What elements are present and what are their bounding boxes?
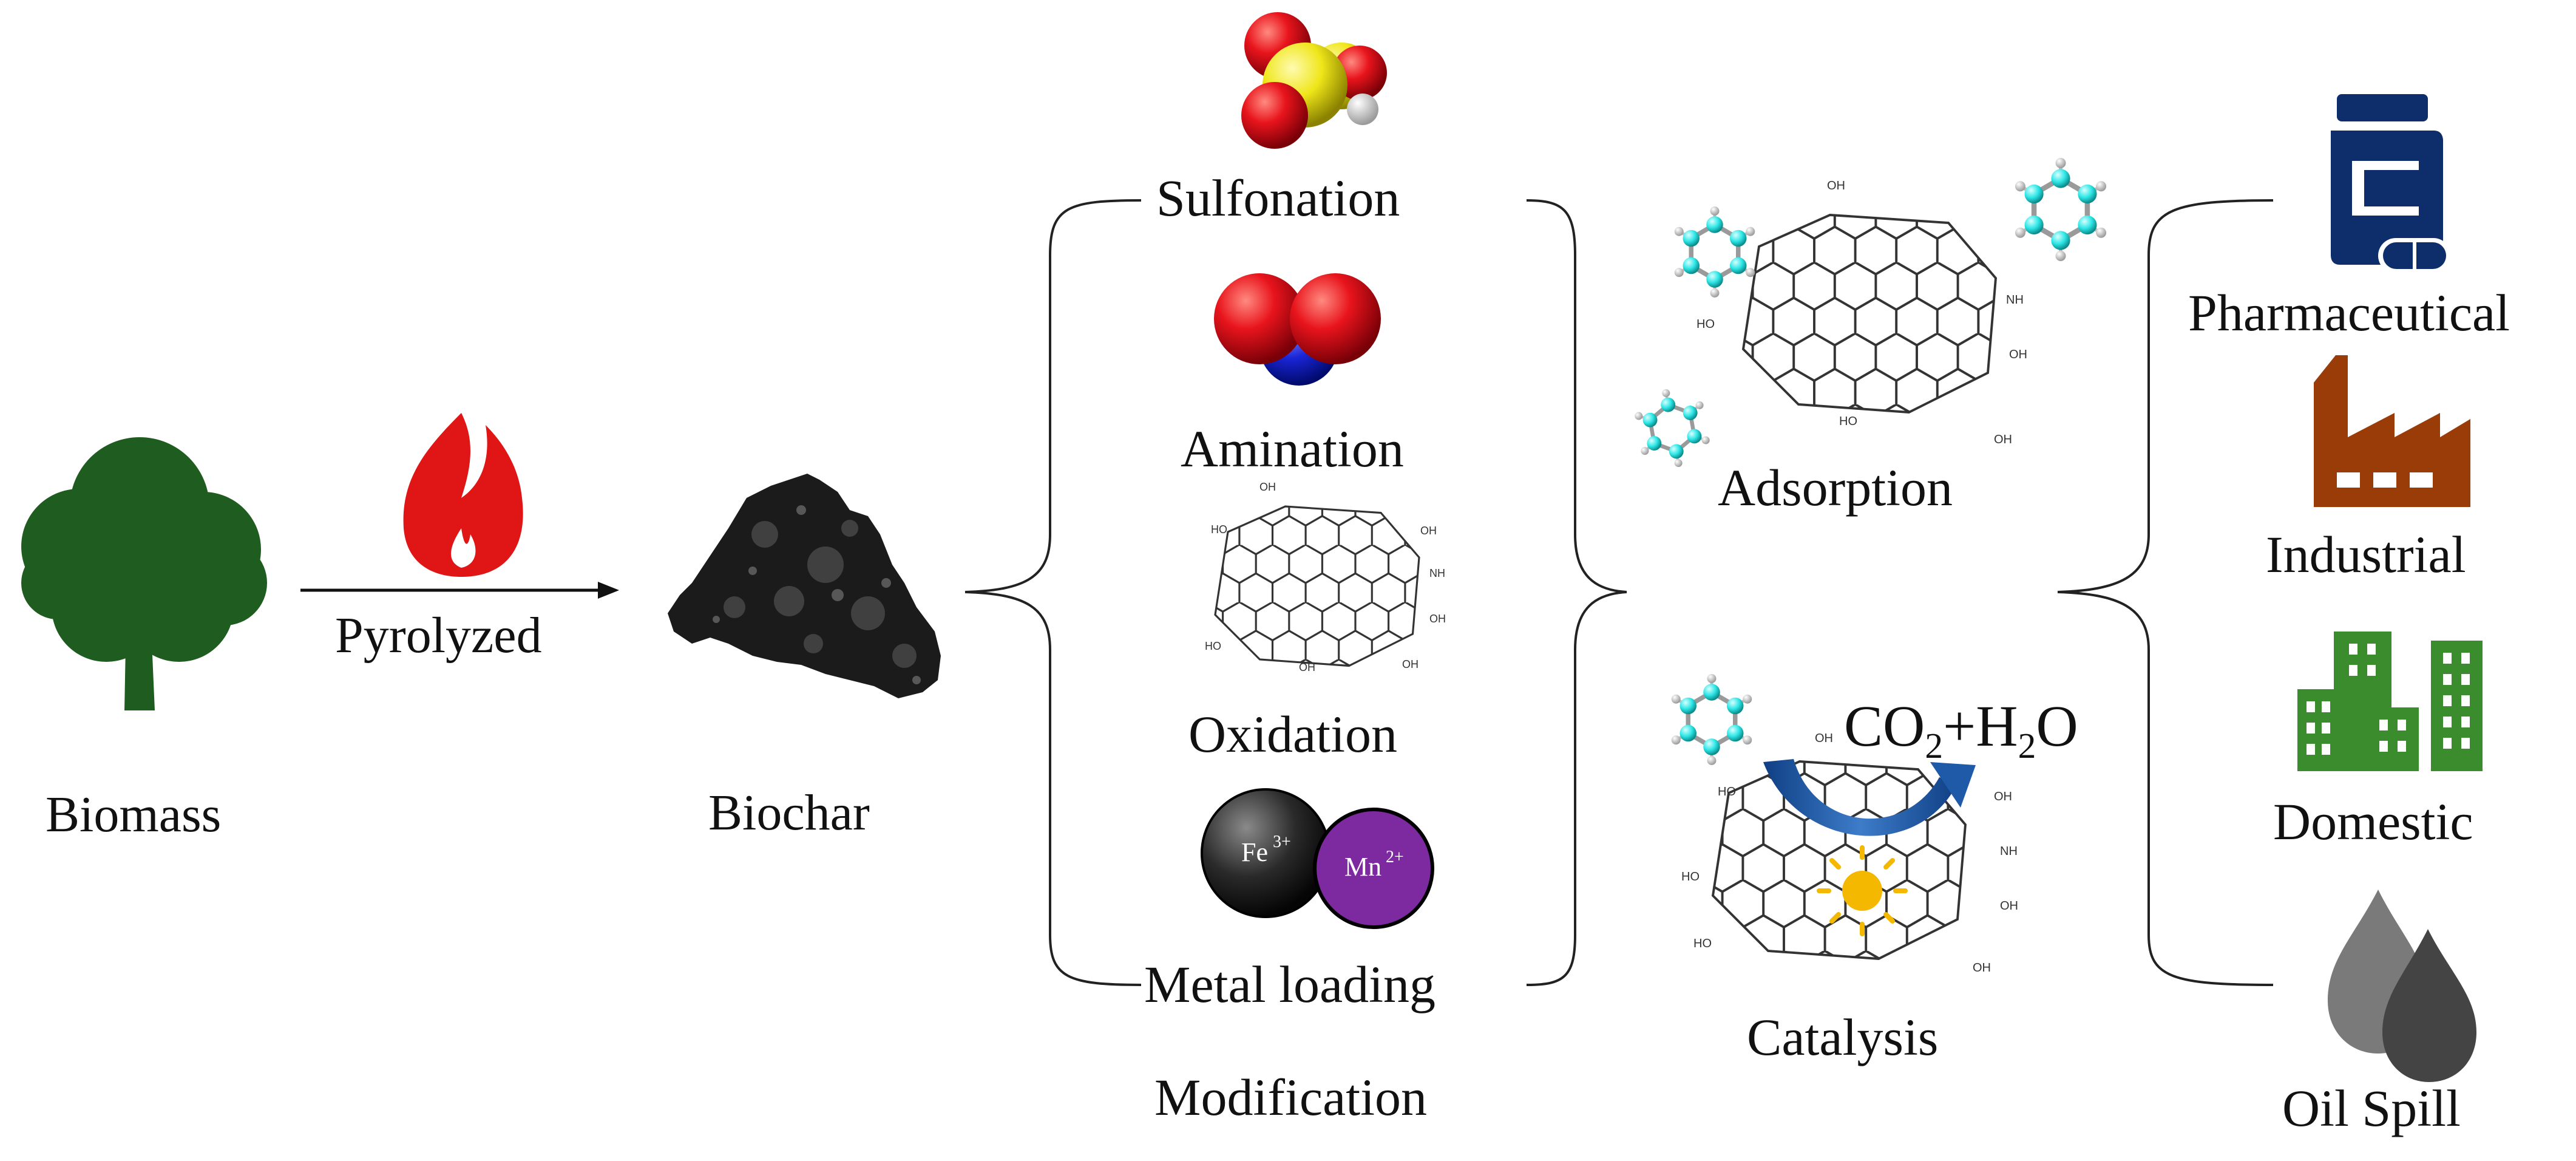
fg-nh2: NH — [1429, 567, 1445, 579]
ads-fg-oh-2: OH — [2009, 348, 2027, 361]
fe-ion-base: Fe — [1241, 837, 1268, 867]
application-oil-spill: Oil Spill — [2282, 1079, 2461, 1137]
flame-icon — [403, 413, 523, 577]
sulfonic-molecule-icon — [1241, 12, 1387, 149]
cat-fg-oh-1: OH — [1815, 732, 1833, 745]
product-sub1: 2 — [1925, 726, 1944, 766]
cat-fg-nh2: NH — [2000, 845, 2018, 858]
method-amination: Amination — [1181, 420, 1404, 478]
biomass-label: Biomass — [46, 786, 222, 843]
modification-brace-left — [964, 199, 1142, 986]
fg-ho-2: HO — [1205, 640, 1221, 652]
product-o: O — [2036, 693, 2078, 758]
ads-fg-oh-3: OH — [1994, 433, 2012, 446]
method-sulfonation: Sulfonation — [1156, 169, 1400, 227]
fg-oh-1: OH — [1259, 481, 1276, 493]
ads-fg-ho-2: HO — [1839, 415, 1857, 428]
method-metal-loading: Metal loading — [1144, 955, 1436, 1013]
application-industrial: Industrial — [2266, 525, 2466, 584]
graphene-oxide-icon: OH OH HO HO NH OH OH OH — [1190, 481, 1446, 679]
benzene-icon-4 — [1672, 674, 1752, 765]
fg-oh-2: OH — [1420, 525, 1437, 537]
benzene-icon-1 — [1675, 206, 1755, 298]
factory-icon — [2314, 355, 2470, 507]
catalysis-label: Catalysis — [1747, 1008, 1939, 1066]
fg-oh-3: OH — [1429, 613, 1446, 625]
cat-fg-oh-4: OH — [1973, 961, 1991, 975]
fe-ion-charge: 3+ — [1273, 832, 1291, 851]
application-pharmaceutical: Pharmaceutical — [2188, 284, 2510, 342]
metal-ion-icon: Fe 3+ Mn 2+ — [1201, 788, 1434, 929]
benzene-icon-2 — [2015, 158, 2106, 261]
application-domestic: Domestic — [2273, 792, 2473, 851]
adsorption-label: Adsorption — [1718, 458, 1953, 517]
fg-oh-5: OH — [1402, 658, 1418, 670]
cat-fg-oh-2: OH — [1994, 790, 2012, 803]
adsorption-graphene-icon: OH NH HO OH HO OH — [1696, 179, 2027, 446]
cat-fg-ho-1: HO — [1718, 785, 1736, 798]
ads-fg-oh-1: OH — [1827, 179, 1845, 192]
fg-oh-4: OH — [1299, 661, 1315, 673]
modification-title: Modification — [1154, 1068, 1428, 1126]
tree-icon — [21, 437, 267, 710]
modification-brace-right — [1526, 199, 1627, 986]
applications-brace — [2057, 199, 2274, 986]
pyrolyzed-label: Pyrolyzed — [335, 607, 542, 664]
product-co: CO — [1844, 693, 1925, 758]
nitro-molecule-icon — [1214, 273, 1381, 386]
biochar-label: Biochar — [708, 785, 870, 841]
cat-fg-ho-2: HO — [1681, 870, 1700, 884]
product-plus: +H — [1943, 693, 2018, 758]
cat-fg-oh-3: OH — [2000, 899, 2018, 913]
ads-fg-nh2: NH — [2006, 293, 2024, 307]
mn-ion-charge: 2+ — [1386, 848, 1404, 866]
benzene-icon-3 — [1631, 383, 1713, 473]
reaction-arrow-icon — [1763, 759, 1976, 836]
product-sub2: 2 — [2018, 726, 2036, 766]
pill-bottle-icon — [2331, 94, 2451, 273]
catalysis-graphene-icon: OH HO OH NH HO OH HO OH — [1681, 732, 2018, 975]
ads-fg-ho-1: HO — [1696, 318, 1715, 331]
buildings-icon — [2297, 632, 2483, 771]
method-oxidation: Oxidation — [1188, 705, 1397, 763]
reaction-product: CO2+H2O — [1844, 692, 2078, 767]
mn-ion-base: Mn — [1344, 852, 1381, 882]
oil-drops-icon — [2328, 890, 2476, 1082]
biochar-icon — [668, 474, 941, 698]
sun-icon — [1817, 845, 1908, 936]
fg-ho-1: HO — [1211, 523, 1227, 536]
cat-fg-ho-3: HO — [1693, 937, 1712, 950]
arrow-icon — [300, 582, 619, 599]
